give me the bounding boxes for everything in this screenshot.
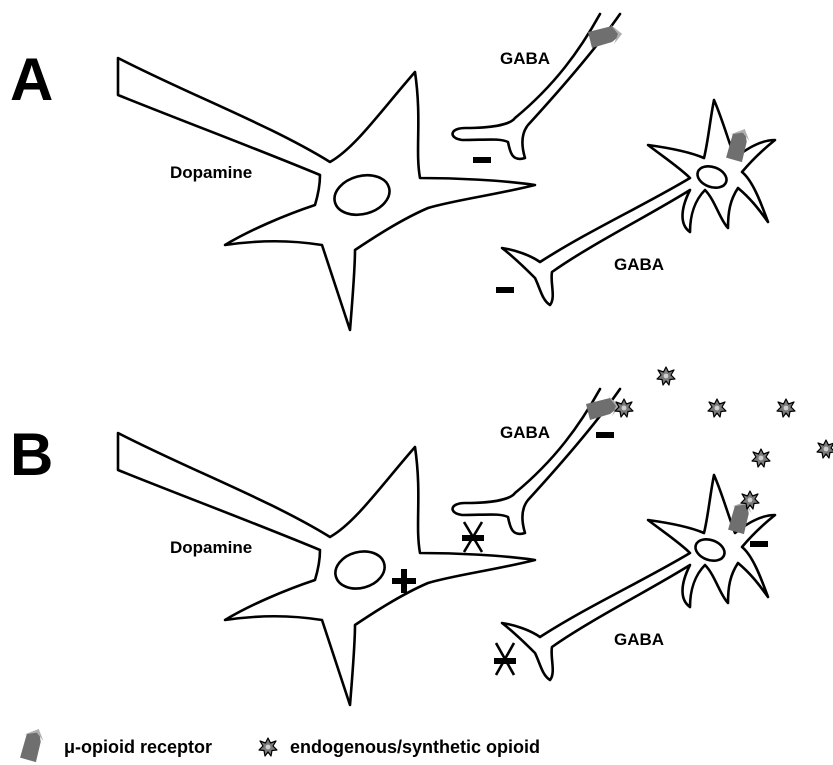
free-opioid xyxy=(657,367,675,385)
free-opioid xyxy=(752,449,770,467)
inhibition-sign-lower-a xyxy=(496,287,514,293)
gaba-interneuron-b xyxy=(502,475,775,680)
receptor-inhibition-sign-upper-b xyxy=(596,432,614,438)
free-opioid xyxy=(817,440,833,458)
dopamine-neuron-a xyxy=(118,58,535,330)
gaba-lower-label-a: GABA xyxy=(614,255,664,274)
free-opioid xyxy=(708,399,726,417)
blocked-inhibition-lower-b xyxy=(494,643,516,675)
panel-b: B Dopamine GABA GABA xyxy=(10,367,833,705)
receptor-inhibition-sign-lower-b xyxy=(750,541,768,547)
legend-receptor-icon xyxy=(13,724,51,765)
legend-opioid-icon xyxy=(259,738,277,756)
dopamine-label-a: Dopamine xyxy=(170,163,252,182)
legend-opioid-label: endogenous/synthetic opioid xyxy=(290,737,540,757)
blocked-inhibition-upper-b xyxy=(462,522,484,552)
gaba-interneuron-a xyxy=(502,100,775,305)
dopamine-neuron-b xyxy=(118,433,535,705)
gaba-lower-label-b: GABA xyxy=(614,630,664,649)
legend: μ-opioid receptor endogenous/synthetic o… xyxy=(13,724,540,765)
free-opioid xyxy=(777,399,795,417)
gaba-upper-label-a: GABA xyxy=(500,49,550,68)
gaba-upper-label-b: GABA xyxy=(500,423,550,442)
panel-b-label: B xyxy=(10,421,53,488)
panel-a-label: A xyxy=(10,46,53,113)
dopamine-label-b: Dopamine xyxy=(170,538,252,557)
legend-receptor-label: μ-opioid receptor xyxy=(64,737,212,757)
opioid-bound-upper-b xyxy=(615,399,633,417)
panel-a: A Dopamine GABA GABA xyxy=(10,14,775,330)
inhibition-sign-upper-a xyxy=(473,157,491,163)
